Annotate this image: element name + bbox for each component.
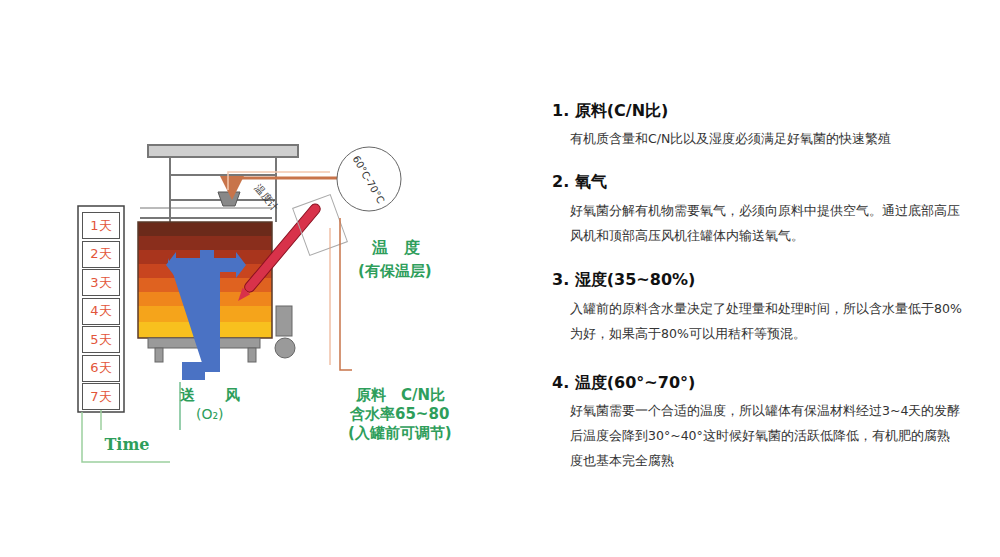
node-text: 1天: [90, 217, 111, 235]
material-label: 原料 C/N比: [356, 386, 445, 405]
connector: [100, 410, 102, 430]
section-body: 有机质含量和C/N比以及湿度必须满足好氧菌的快速繁殖: [570, 126, 962, 151]
day-cell: 7天: [82, 383, 120, 410]
node-text: 3天: [90, 274, 111, 292]
temperature-circle: 60°C-70°C: [336, 146, 402, 212]
node-text: Time: [104, 435, 149, 454]
section-heading: 3. 湿度(35~80%): [552, 270, 695, 291]
node-text: 7天: [90, 388, 111, 406]
section-heading: 2. 氧气: [552, 172, 607, 193]
section-body: 好氧菌分解有机物需要氧气，必须向原料中提供空气。通过底部高压风机和顶部高压风机往…: [570, 198, 962, 248]
day-cell: 1天: [82, 212, 120, 239]
day-cell: 2天: [82, 241, 120, 268]
temperature-label: 温 度: [372, 238, 420, 259]
air-label: 送 风: [180, 386, 240, 405]
day-cell: 5天: [82, 326, 120, 353]
section-body: 好氧菌需要一个合适的温度，所以罐体有保温材料经过3~4天的发酵后温度会降到30°…: [570, 398, 962, 473]
node-text: 6天: [90, 359, 111, 377]
adjust-label: (入罐前可调节): [348, 424, 452, 443]
section-heading: 1. 原料(C/N比): [552, 101, 668, 122]
day-cell: 6天: [82, 355, 120, 382]
node-text: 4天: [90, 302, 111, 320]
time-box: Time: [88, 430, 166, 458]
day-cell: 3天: [82, 269, 120, 296]
moisture-label: 含水率65~80: [350, 405, 449, 424]
section-heading: 4. 温度(60°~70°): [552, 373, 695, 394]
node-text: 2天: [90, 245, 111, 263]
day-cell: 4天: [82, 298, 120, 325]
node-text: 5天: [90, 331, 111, 349]
section-body: 入罐前的原料含水量决定了处理量和处理时间，所以含水量低于80%为好，如果高于80…: [570, 296, 962, 346]
insulation-label: (有保温层): [358, 262, 432, 281]
oxygen-label: (O₂): [196, 406, 224, 422]
